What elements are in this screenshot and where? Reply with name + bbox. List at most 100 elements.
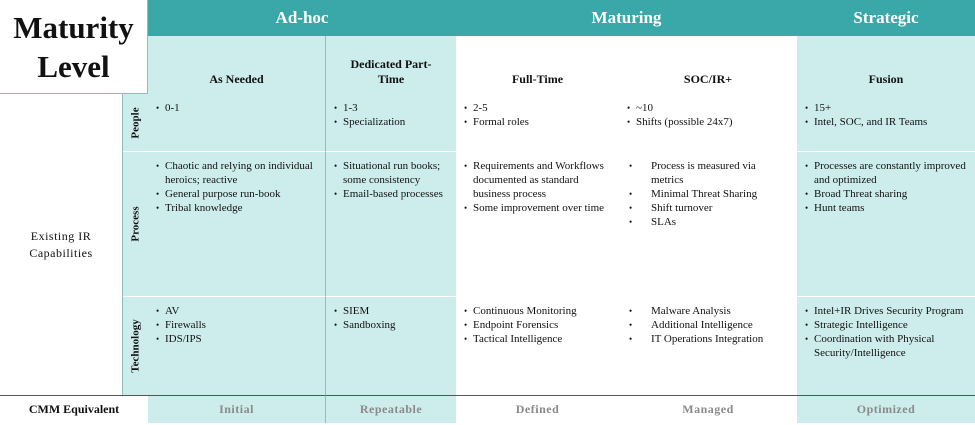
phase-adhoc-label: Ad-hoc <box>275 8 329 27</box>
list-item: SIEM <box>334 304 448 318</box>
side-label: Existing IR Capabilities <box>0 94 123 395</box>
bullet-list: Requirements and Workflows documented as… <box>456 152 619 215</box>
cell-technology-fusion: Intel+IR Drives Security ProgramStrategi… <box>797 297 975 395</box>
list-item: Additional Intelligence <box>627 318 789 332</box>
phase-strategic-label: Strategic <box>853 8 919 27</box>
phase-adhoc-header: Ad-hoc <box>148 0 456 36</box>
column-header-full-time: Full-Time <box>456 36 619 94</box>
cell-process-part-time: Situational run books; some consistencyE… <box>326 152 456 297</box>
list-item: Intel+IR Drives Security Program <box>805 304 967 318</box>
cmm-value: Optimized <box>856 402 916 416</box>
list-item: Coordination with Physical Security/Inte… <box>805 332 967 360</box>
bullet-list: AVFirewallsIDS/IPS <box>148 297 325 346</box>
list-item: Broad Threat sharing <box>805 187 967 201</box>
title-line-1: Maturity <box>13 9 134 45</box>
bullet-list: 0-1 <box>148 94 325 115</box>
cell-people-full-time: 2-5Formal roles <box>456 94 619 152</box>
list-item: Shifts (possible 24x7) <box>627 115 789 129</box>
column-header-dedicated-part-time: Dedicated Part-Time <box>326 36 456 94</box>
list-item: Email-based processes <box>334 187 448 201</box>
list-item: Requirements and Workflows documented as… <box>464 159 611 201</box>
cmm-initial: Initial <box>148 395 326 423</box>
row-label-text: Technology <box>129 319 142 373</box>
cmm-label: CMM Equivalent <box>0 395 148 423</box>
column-header-fusion: Fusion <box>797 36 975 94</box>
list-item: Process is measured via metrics <box>627 159 789 187</box>
list-item: ~10 <box>627 101 789 115</box>
list-item: Strategic Intelligence <box>805 318 967 332</box>
list-item: Formal roles <box>464 115 611 129</box>
cmm-value: Initial <box>219 402 254 416</box>
bullet-list: Chaotic and relying on individual heroic… <box>148 152 325 215</box>
title-line-2: Level <box>37 48 110 84</box>
cell-technology-part-time: SIEMSandboxing <box>326 297 456 395</box>
cell-people-soc-ir: ~10Shifts (possible 24x7) <box>619 94 797 152</box>
cell-technology-as-needed: AVFirewallsIDS/IPS <box>148 297 326 395</box>
cell-people-as-needed: 0-1 <box>148 94 326 152</box>
list-item: IDS/IPS <box>156 332 317 346</box>
cell-process-soc-ir: Process is measured via metricsMinimal T… <box>619 152 797 297</box>
cmm-optimized: Optimized <box>797 395 975 423</box>
list-item: Firewalls <box>156 318 317 332</box>
column-header-label: Fusion <box>868 72 904 86</box>
list-item: Processes are constantly improved and op… <box>805 159 967 187</box>
bullet-list: Processes are constantly improved and op… <box>797 152 975 215</box>
bullet-list: SIEMSandboxing <box>326 297 456 332</box>
bullet-list: 15+Intel, SOC, and IR Teams <box>797 94 975 129</box>
cell-process-as-needed: Chaotic and relying on individual heroic… <box>148 152 326 297</box>
cell-technology-full-time: Continuous MonitoringEndpoint ForensicsT… <box>456 297 619 395</box>
bullet-list: Process is measured via metricsMinimal T… <box>619 152 797 229</box>
bullet-list: Malware AnalysisAdditional IntelligenceI… <box>619 297 797 346</box>
list-item: Chaotic and relying on individual heroic… <box>156 159 317 187</box>
bullet-list: Intel+IR Drives Security ProgramStrategi… <box>797 297 975 360</box>
list-item: General purpose run-book <box>156 187 317 201</box>
bullet-list: ~10Shifts (possible 24x7) <box>619 94 797 129</box>
list-item: Tactical Intelligence <box>464 332 611 346</box>
bullet-list: 1-3Specialization <box>326 94 456 129</box>
cmm-repeatable: Repeatable <box>326 395 456 423</box>
row-label-people: People <box>123 94 148 152</box>
list-item: Tribal knowledge <box>156 201 317 215</box>
cell-people-part-time: 1-3Specialization <box>326 94 456 152</box>
list-item: Minimal Threat Sharing <box>627 187 789 201</box>
column-header-as-needed: As Needed <box>148 36 326 94</box>
list-item: Sandboxing <box>334 318 448 332</box>
column-header-label: SOC/IR+ <box>683 72 733 86</box>
list-item: IT Operations Integration <box>627 332 789 346</box>
row-label-process: Process <box>123 152 148 297</box>
row-label-technology: Technology <box>123 297 148 395</box>
list-item: 1-3 <box>334 101 448 115</box>
cmm-managed: Managed <box>619 395 797 423</box>
row-label-text: Process <box>129 206 142 242</box>
bullet-list: Situational run books; some consistencyE… <box>326 152 456 201</box>
bullet-list: Continuous MonitoringEndpoint ForensicsT… <box>456 297 619 346</box>
cmm-value: Managed <box>682 402 734 416</box>
side-label-line-2: Capabilities <box>29 245 93 260</box>
list-item: Specialization <box>334 115 448 129</box>
cmm-label-text: CMM Equivalent <box>28 402 120 416</box>
side-label-line-1: Existing IR <box>30 228 92 243</box>
row-label-text: People <box>129 106 142 139</box>
cmm-value: Repeatable <box>359 402 423 416</box>
list-item: Continuous Monitoring <box>464 304 611 318</box>
bullet-list: 2-5Formal roles <box>456 94 619 129</box>
list-item: Malware Analysis <box>627 304 789 318</box>
cmm-defined: Defined <box>456 395 619 423</box>
column-header-label: As Needed <box>209 72 264 86</box>
list-item: 15+ <box>805 101 967 115</box>
cmm-value: Defined <box>515 402 560 416</box>
phase-maturing-header: Maturing <box>456 0 797 36</box>
column-header-soc-ir: SOC/IR+ <box>619 36 797 94</box>
column-header-label: Dedicated Part-Time <box>350 57 432 86</box>
list-item: Hunt teams <box>805 201 967 215</box>
list-item: SLAs <box>627 215 789 229</box>
column-header-label: Full-Time <box>511 72 564 86</box>
list-item: AV <box>156 304 317 318</box>
cell-technology-soc-ir: Malware AnalysisAdditional IntelligenceI… <box>619 297 797 395</box>
phase-maturing-label: Maturing <box>591 8 662 27</box>
table-title: Maturity Level <box>0 0 148 94</box>
list-item: Shift turnover <box>627 201 789 215</box>
list-item: 0-1 <box>156 101 317 115</box>
list-item: Situational run books; some consistency <box>334 159 448 187</box>
